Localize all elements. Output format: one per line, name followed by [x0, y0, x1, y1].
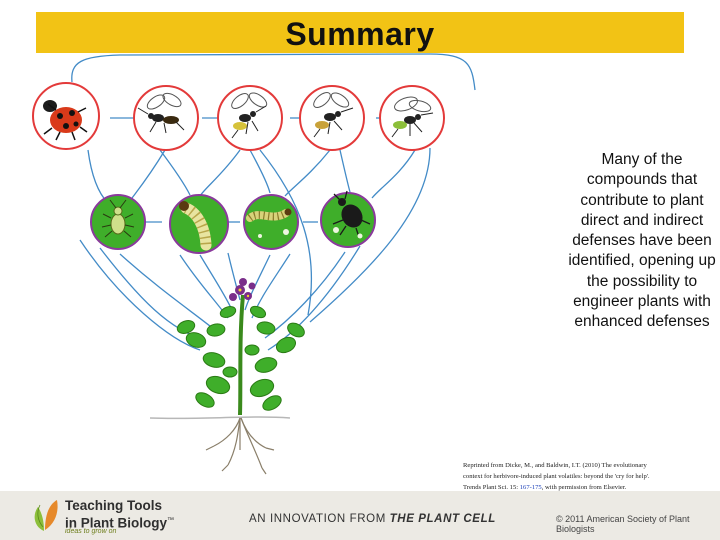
beetle-icon	[332, 190, 371, 239]
logo-line-2: in Plant Biology™	[65, 514, 174, 531]
summary-text: Many of the compounds that contribute to…	[568, 151, 716, 331]
plant-roots	[205, 417, 275, 475]
top-row-predators	[32, 82, 445, 151]
slide-title: Summary	[285, 16, 435, 52]
citation-line-3-start: Trends Plant Sci. 15:	[463, 484, 520, 491]
trademark-mark: ™	[167, 516, 175, 524]
parasitic-wasp-striped-icon	[313, 92, 354, 138]
footer-bar	[0, 491, 720, 540]
potato-plant	[149, 278, 305, 475]
innovation-prefix: AN INNOVATION FROM	[249, 513, 390, 525]
parasitic-wasp-icon	[137, 92, 185, 134]
wasp-circle-4	[379, 85, 445, 151]
title-bar: Summary	[36, 12, 684, 53]
parasitic-wasp-green-icon	[391, 96, 434, 138]
wasp-circle-3	[299, 85, 365, 151]
logo-line-1: Teaching Tools	[65, 498, 163, 513]
ladybird-circle	[32, 82, 100, 150]
citation-line-3-end: , with permission from Elsevier.	[541, 484, 627, 491]
parasitic-wasp-yellow-icon	[231, 92, 268, 139]
citation-line-3: Trends Plant Sci. 15: 167-175, with perm…	[463, 482, 713, 493]
caterpillar-icon	[246, 208, 292, 238]
beetle-circle	[320, 190, 376, 248]
aphid-circle	[90, 194, 146, 250]
plant-leaves	[176, 305, 305, 411]
wasp-circle-1	[133, 85, 199, 151]
citation-pages-link[interactable]: 167-175	[519, 484, 542, 491]
leaf-logo-icon	[34, 500, 58, 531]
flower-cluster	[229, 278, 256, 301]
caterpillar-circle	[243, 194, 299, 250]
teaching-tools-logo: Teaching Tools in Plant Biology™	[65, 498, 174, 531]
logo-tagline: ideas to grow on	[65, 528, 117, 535]
citation-line-2: context for herbivore-induced plant vola…	[463, 473, 650, 480]
middle-row-herbivores	[90, 190, 376, 254]
logo-line-2-text: in Plant Biology	[65, 515, 168, 530]
wasp-circle-2	[217, 85, 283, 151]
innovation-line: AN INNOVATION FROM THE PLANT CELL	[249, 513, 496, 525]
larva-circle	[169, 194, 229, 254]
citation-line-1: Reprinted from Dicke, M., and Baldwin, I…	[463, 462, 647, 469]
ladybird-beetle-icon	[43, 100, 88, 141]
citation: Reprinted from Dicke, M., and Baldwin, I…	[463, 460, 713, 493]
copyright-notice: © 2011 American Society of Plant Biologi…	[556, 514, 690, 534]
innovation-brand: THE PLANT CELL	[389, 513, 496, 525]
aphid-icon	[101, 199, 135, 238]
caterpillar-larva-icon	[179, 201, 212, 251]
